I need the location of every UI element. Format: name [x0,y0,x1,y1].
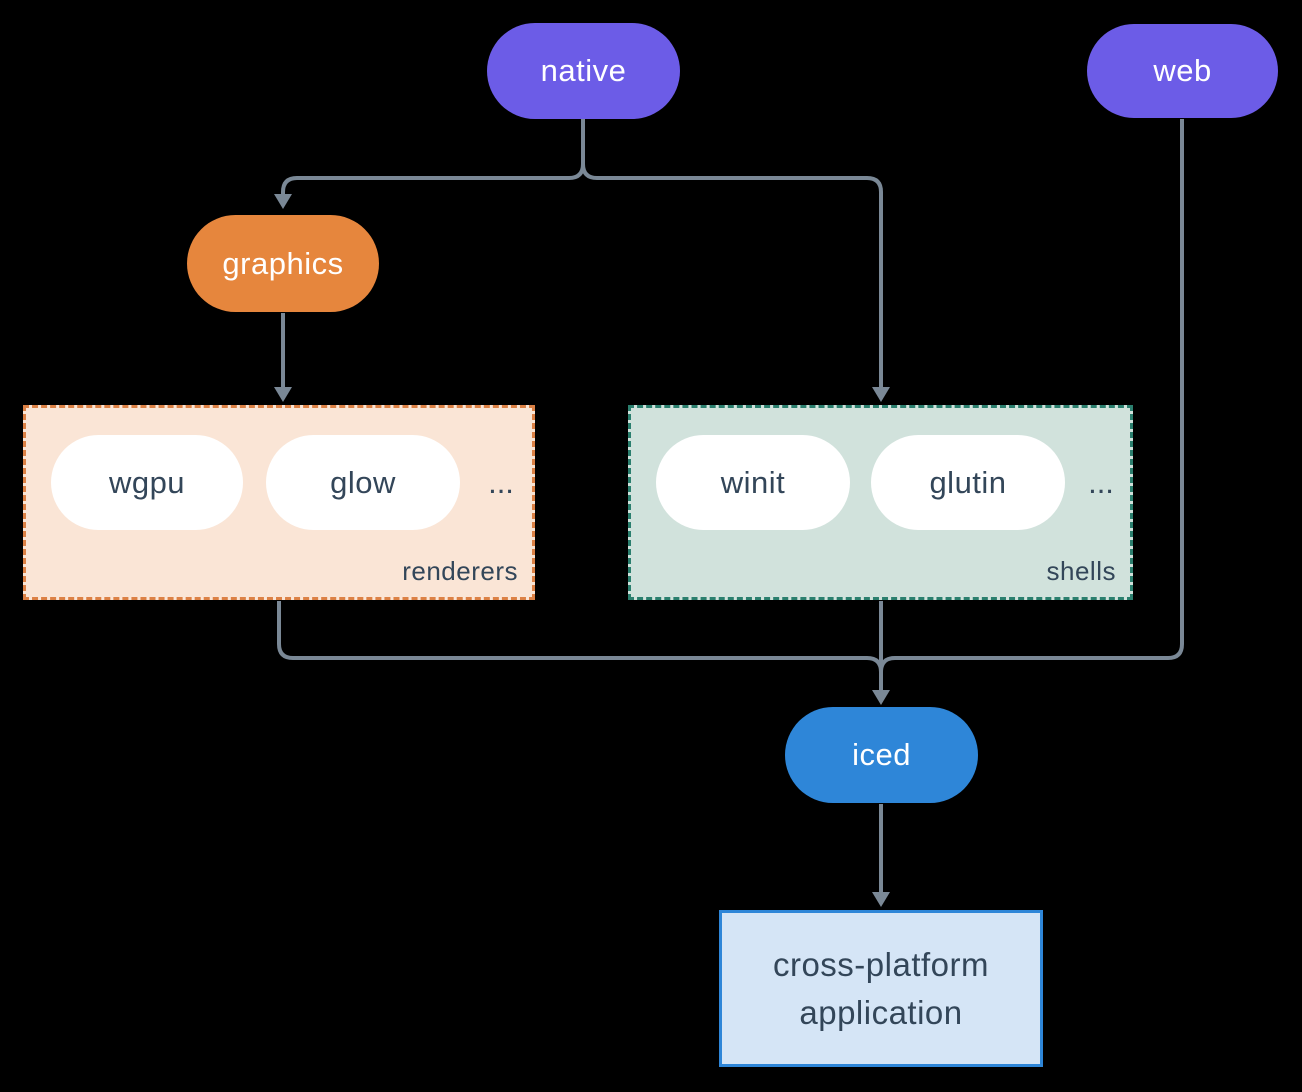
app-box: cross-platform application [719,910,1043,1067]
connector-renderers-to-merge [277,601,883,673]
shells-ellipsis: ... [1088,464,1114,500]
arrow-down-icon [872,690,890,705]
node-web-label: web [1153,53,1212,88]
node-native-label: native [540,53,627,88]
node-graphics: graphics [187,215,379,312]
pill-glow-label: glow [330,464,396,500]
node-graphics-label: graphics [222,245,344,281]
node-web: web [1087,24,1278,118]
app-box-label-line1: cross-platform [772,945,990,983]
pill-winit-label: winit [720,464,786,500]
connector-native-to-shells [581,119,883,388]
pill-wgpu-label: wgpu [108,464,186,500]
pill-glutin-label: glutin [929,464,1007,500]
node-native: native [487,23,680,119]
app-box-label-line2: application [799,993,963,1031]
arrow-down-icon [274,194,292,209]
pill-glow: glow [266,435,460,530]
arrow-down-icon [274,387,292,402]
node-iced-label: iced [852,737,911,772]
group-renderers: wgpu glow ... renderers [23,405,535,600]
connector-native-to-graphics [281,119,585,195]
arrow-down-icon [872,387,890,402]
renderers-ellipsis: ... [488,464,514,500]
pill-glutin: glutin [871,435,1065,530]
group-renderers-label: renderers [402,556,518,586]
pill-winit: winit [656,435,850,530]
node-iced: iced [785,707,978,803]
group-shells: winit glutin ... shells [628,405,1133,600]
arrow-down-icon [872,892,890,907]
pill-wgpu: wgpu [51,435,243,530]
group-shells-label: shells [1046,556,1116,586]
